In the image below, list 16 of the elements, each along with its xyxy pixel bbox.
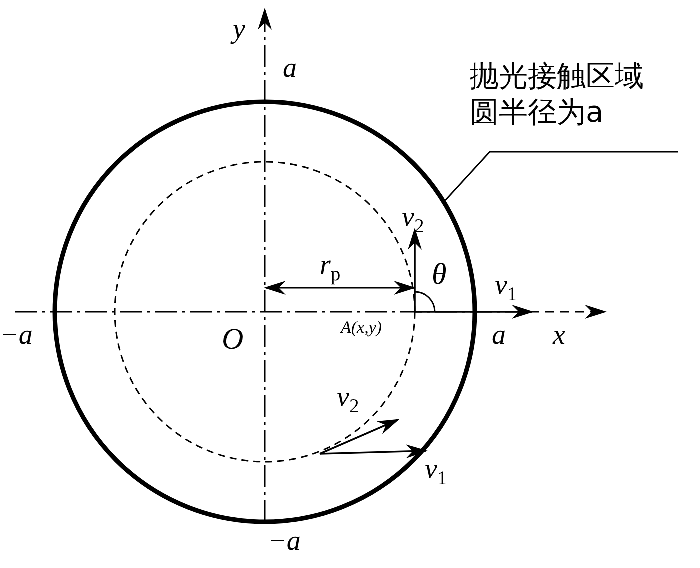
axis-label: a: [283, 55, 297, 83]
axis-label: A(x,y): [341, 319, 382, 336]
callout-text: 抛光接触区域圆半径为a: [470, 58, 645, 130]
axis-label: −a: [0, 322, 33, 350]
axis-label: O: [222, 325, 244, 355]
axis-label: v$_{2}$: [337, 384, 360, 418]
axis-label: θ: [432, 260, 447, 290]
axis-label: r$_{p}$: [320, 252, 341, 286]
axis-label: v$_{1}$: [425, 456, 448, 490]
axis-label: x: [553, 322, 566, 350]
axis-label: v$_{1}$: [495, 272, 518, 306]
axis-label: v$_{2}$: [402, 204, 424, 238]
axis-label: −a: [268, 528, 301, 556]
leader-line: [444, 151, 678, 202]
axis-label: y: [233, 16, 246, 44]
axis-label: a: [492, 322, 506, 350]
